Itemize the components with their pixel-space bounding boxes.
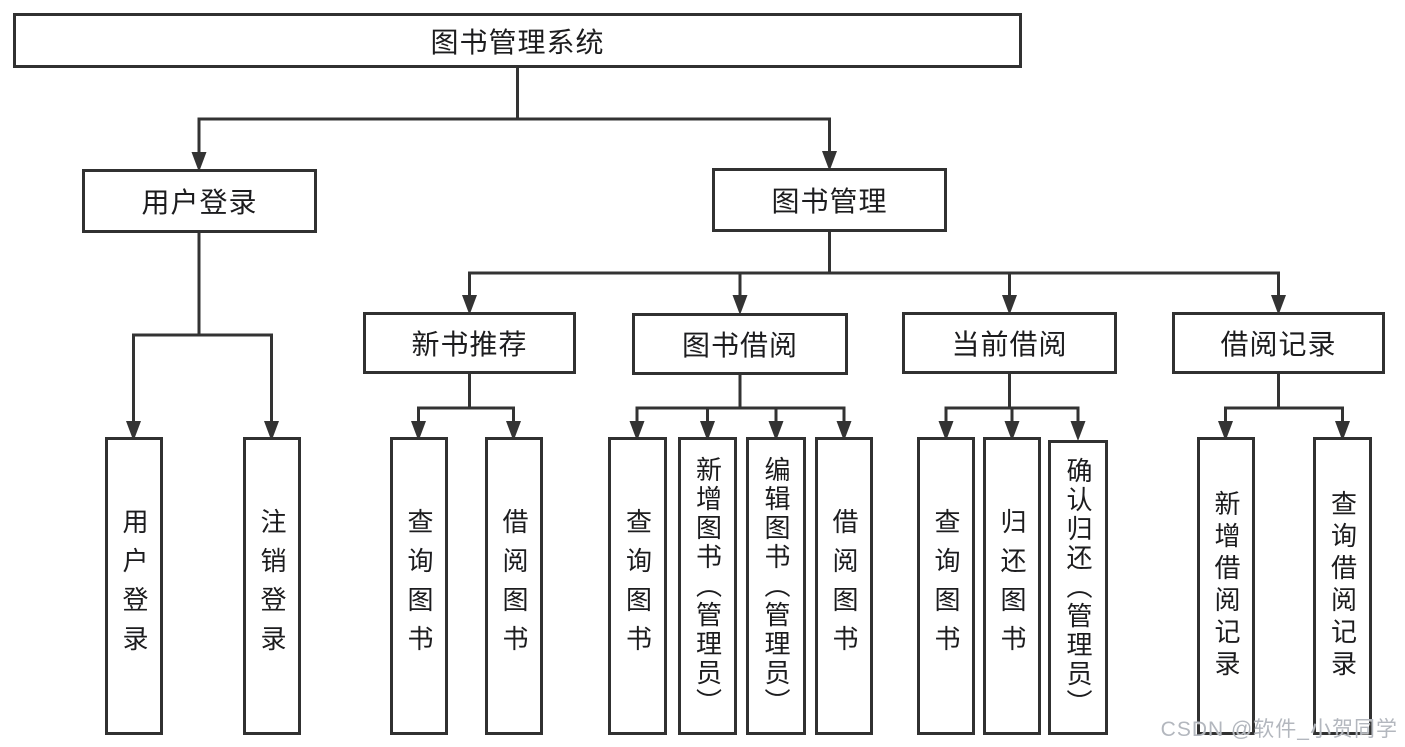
- leaf-return-book: 归还图书: [983, 437, 1041, 735]
- node-book-management: 图书管理: [712, 168, 947, 232]
- node-new-book-recommend: 新书推荐: [363, 312, 576, 374]
- leaf-confirm-return-admin-label: 确认归还（管理员）: [1063, 457, 1093, 718]
- leaf-borrow-book-1-label: 借阅图书: [499, 508, 529, 664]
- node-root: 图书管理系统: [13, 13, 1022, 68]
- node-book-management-label: 图书管理: [771, 186, 888, 217]
- node-borrow-records-label: 借阅记录: [1220, 329, 1337, 360]
- leaf-add-book-admin: 新增图书（管理员）: [678, 437, 737, 735]
- node-new-book-recommend-label: 新书推荐: [411, 329, 528, 360]
- leaf-add-borrow-record: 新增借阅记录: [1197, 437, 1255, 735]
- leaf-query-book-2: 查询图书: [608, 437, 667, 735]
- leaf-borrow-book-2-label: 借阅图书: [829, 508, 859, 664]
- leaf-add-borrow-record-label: 新增借阅记录: [1211, 490, 1241, 682]
- leaf-return-book-label: 归还图书: [997, 508, 1027, 664]
- node-root-label: 图书管理系统: [430, 26, 605, 58]
- leaf-edit-book-admin-label: 编辑图书（管理员）: [761, 455, 791, 717]
- node-current-borrowing-label: 当前借阅: [951, 329, 1068, 360]
- leaf-query-book-1: 查询图书: [390, 437, 448, 735]
- node-user-login-label: 用户登录: [141, 187, 258, 218]
- leaf-query-borrow-record: 查询借阅记录: [1313, 437, 1372, 735]
- leaf-confirm-return-admin: 确认归还（管理员）: [1048, 440, 1108, 735]
- leaf-query-book-3: 查询图书: [917, 437, 975, 735]
- leaf-query-book-3-label: 查询图书: [931, 508, 961, 664]
- leaf-add-book-admin-label: 新增图书（管理员）: [692, 455, 723, 717]
- leaf-user-login-label: 用户登录: [119, 508, 149, 664]
- leaf-logout: 注销登录: [243, 437, 301, 735]
- leaf-edit-book-admin: 编辑图书（管理员）: [746, 437, 806, 735]
- leaf-borrow-book-2: 借阅图书: [815, 437, 873, 735]
- node-user-login: 用户登录: [82, 169, 317, 233]
- node-book-borrowing-label: 图书借阅: [681, 330, 798, 361]
- arrowheads: [126, 151, 1350, 441]
- csdn-watermark: CSDN @软件_小贺同学: [1160, 718, 1398, 741]
- leaf-logout-label: 注销登录: [257, 508, 287, 664]
- node-borrow-records: 借阅记录: [1172, 312, 1385, 374]
- leaf-query-borrow-record-label: 查询借阅记录: [1327, 490, 1358, 682]
- leaf-borrow-book-1: 借阅图书: [485, 437, 543, 735]
- node-book-borrowing: 图书借阅: [632, 313, 848, 375]
- node-current-borrowing: 当前借阅: [902, 312, 1117, 374]
- leaf-query-book-2-label: 查询图书: [622, 508, 653, 664]
- leaf-query-book-1-label: 查询图书: [404, 508, 434, 664]
- leaf-user-login: 用户登录: [105, 437, 163, 735]
